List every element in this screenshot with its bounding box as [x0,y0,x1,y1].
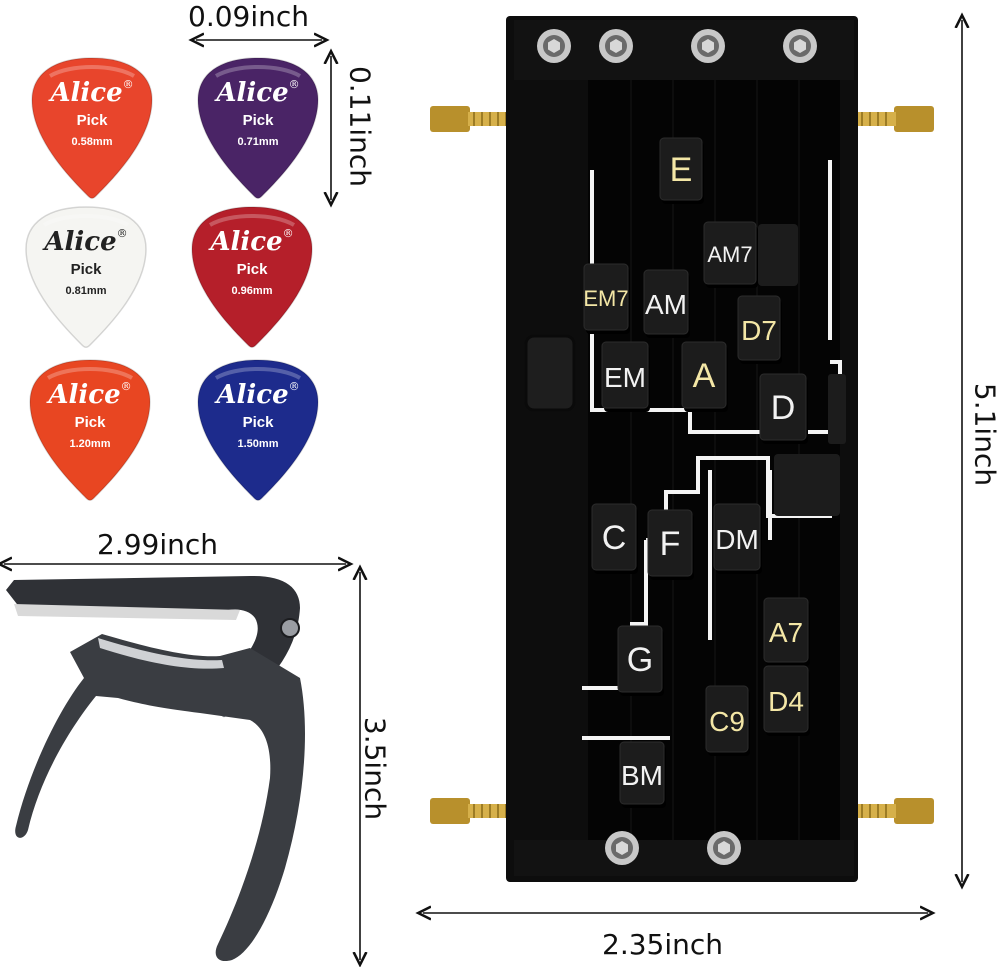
pick-thickness: 0.58mm [30,136,154,148]
trainer-height-label: 5.1inch [969,360,1000,510]
capo-image [0,568,340,968]
pick-thickness: 0.81mm [24,285,148,297]
chord-key: D7 [738,296,782,364]
pick-thickness: 1.20mm [28,438,152,450]
chord-key-label: C9 [709,706,745,737]
chord-key: G [618,626,664,696]
pick-width-label: 0.09inch [188,0,309,33]
trainer-width-label: 2.35inch [602,928,723,961]
pick-label: Pick [196,414,320,431]
chord-key: F [648,510,694,580]
hex-bolt [537,29,571,63]
pick-brand: Alice® [196,78,320,108]
pick-brand: Alice® [190,227,314,257]
registered-mark: ® [289,380,300,393]
capo-height-label: 3.5inch [359,699,392,839]
registered-mark: ® [117,227,128,240]
chord-key: D [760,374,808,444]
pick-label: Pick [28,414,152,431]
chord-key: AM [644,270,690,338]
pick-brand: Alice® [28,380,152,410]
registered-mark: ® [123,78,134,91]
capo-width-label: 2.99inch [97,528,218,561]
side-latch [526,336,574,410]
chord-key-label: EM7 [583,286,628,311]
chord-key: EM7 [583,264,630,334]
guitar-pick: Alice® Pick 1.20mm [28,358,152,502]
chord-key-label: D [771,389,796,427]
chord-key-label: D4 [768,686,804,717]
pick-brand: Alice® [196,380,320,410]
chord-key: C9 [706,686,750,756]
chord-key: A7 [764,598,810,666]
chord-key-label: EM [604,362,646,393]
pick-thickness: 1.50mm [196,438,320,450]
pick-brand: Alice® [30,78,154,108]
chord-key-label: D7 [741,315,777,346]
capo-lower-arm [15,634,305,961]
guitar-pick: Alice® Pick 0.81mm [24,205,148,349]
chord-key-label: E [670,151,693,189]
chord-key-label: AM7 [707,242,752,267]
brass-screw-bottom-right [856,798,934,824]
chord-key: EM [602,342,650,412]
chord-key: DM [714,504,762,574]
registered-mark: ® [289,78,300,91]
chord-key: BM [620,742,666,808]
chord-key-label: F [660,525,681,563]
pick-thickness: 0.96mm [190,285,314,297]
brass-screw-top-right [856,106,934,132]
chord-key-label: A [693,357,716,395]
chord-key-label: BM [621,760,663,791]
blank-key [758,224,798,286]
chord-key: A [682,342,728,412]
pick-label: Pick [196,112,320,129]
hex-bolt [783,29,817,63]
pick-brand: Alice® [24,227,148,257]
chord-key-label: A7 [769,617,803,648]
guitar-pick: Alice® Pick 0.96mm [190,205,314,349]
brass-screw-bottom-left [430,798,516,824]
hex-bolt [707,831,741,865]
brass-screw-top-left [430,106,516,132]
guitar-pick: Alice® Pick 1.50mm [196,358,320,502]
guitar-pick: Alice® Pick 0.58mm [30,56,154,200]
chord-key: D4 [764,666,810,736]
chord-key-label: C [602,519,627,557]
pick-label: Pick [24,261,148,278]
chord-key-label: AM [645,289,687,320]
chord-key: E [660,138,704,204]
capo-pivot [281,619,299,637]
pick-thickness: 0.71mm [196,136,320,148]
pick-label: Pick [190,261,314,278]
pick-height-label: 0.11inch [344,62,377,192]
blank-key [828,374,846,444]
chord-key: C [592,504,638,574]
guitar-pick: Alice® Pick 0.71mm [196,56,320,200]
chord-key: AM7 [704,222,758,288]
hex-bolt [691,29,725,63]
chord-key-label: DM [715,524,759,555]
registered-mark: ® [283,227,294,240]
pick-label: Pick [30,112,154,129]
blank-key [774,454,840,516]
registered-mark: ® [121,380,132,393]
hex-bolt [599,29,633,63]
chord-key-label: G [627,641,653,679]
hex-bolt [605,831,639,865]
